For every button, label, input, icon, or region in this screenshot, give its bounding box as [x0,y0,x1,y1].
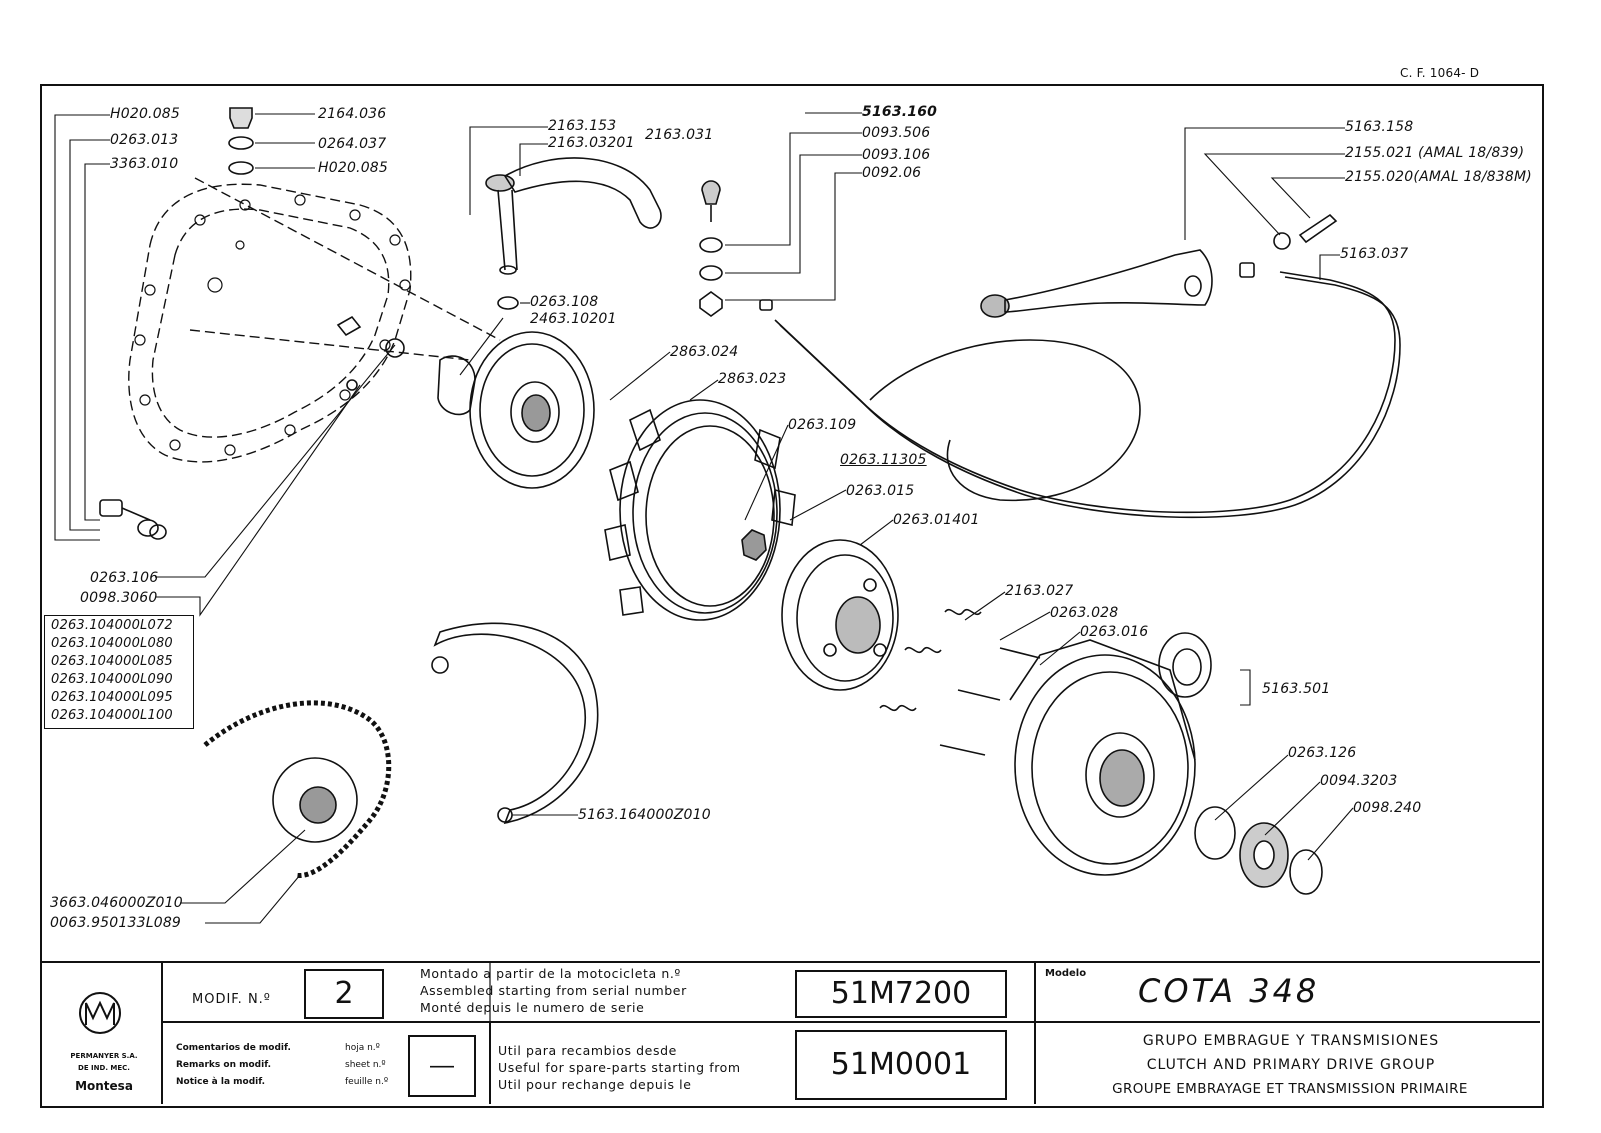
part-ref-5163501: 5163.501 [1262,681,1331,697]
exploded-diagram [54,107,1401,924]
sheet-number-box: — [408,1035,476,1097]
part-ref-5163164: 5163.164000Z010 [578,807,711,823]
spring-variant-4: 0263.104000L090 [51,672,173,687]
crankcase-cover-outline [128,177,501,463]
part-ref-2155020: 2155.020(AMAL 18/838M) [1345,169,1532,185]
part-ref-0263108: 0263.108 [530,294,599,310]
company-name-line2: DE IND. MEC. [78,1064,130,1072]
part-ref-5163037: 5163.037 [1340,246,1409,262]
part-ref-0264037: 0264.037 [318,136,387,152]
util-text-es: Util para recambios desde [498,1043,677,1058]
part-ref-009206: 0092.06 [862,165,922,181]
part-ref-0098240: 0098.240 [1353,800,1422,816]
crankcase-bolt-holes [134,194,411,456]
clutch-cable-inner [759,262,1401,519]
oil-plug [228,107,254,175]
group-title-fr: GROUPE EMBRAYAGE ET TRANSMISSION PRIMAIR… [1112,1081,1468,1097]
part-ref-h020085: H020.085 [110,106,181,122]
spring-variant-5: 0263.104000L095 [51,690,173,705]
feuille-label: feuille n.º [345,1077,389,1087]
brand-name: Montesa [75,1079,133,1093]
spring-variant-6: 0263.104000L100 [51,708,173,723]
modif-label: MODIF. N.º [192,992,271,1007]
modelo-label: Modelo [1045,968,1087,979]
part-ref-026301401: 0263.01401 [893,512,980,528]
sheet-number-value: — [430,1052,454,1079]
pressure-plate [336,315,595,489]
part-ref-00943203: 0094.3203 [1320,773,1398,789]
part-ref-0263015: 0263.015 [846,483,915,499]
bearing-washers [1194,806,1323,895]
part-ref-0093106: 0093.106 [862,147,931,163]
part-ref-026311305: 0263.11305 [840,452,927,468]
cable-adjuster [699,180,723,317]
clutch-springs [879,608,1041,756]
part-ref-2164036: 2164.036 [318,106,387,122]
spring-variant-3: 0263.104000L085 [51,654,173,669]
part-ref-0263028: 0263.028 [1050,605,1119,621]
sheet-label: sheet n.º [345,1060,386,1070]
sprocket-chain [203,700,392,879]
drawing-code: C. F. 1064- D [1400,66,1480,80]
part-ref-0263126: 0263.126 [1288,745,1357,761]
modif-number-box: 2 [304,969,384,1019]
part-ref-246310201: 2463.10201 [530,311,617,327]
clutch-basket-gear [1009,632,1212,876]
serial-from-value: 51M7200 [830,976,972,1011]
group-title-es: GRUPO EMBRAGUE Y TRANSMISIONES [1142,1033,1440,1049]
spring-variant-1: 0263.104000L072 [51,618,173,633]
group-title-en: CLUTCH AND PRIMARY DRIVE GROUP [1146,1057,1436,1073]
model-name: COTA 348 [1138,972,1320,1010]
hoja-label: hoja n.º [345,1043,380,1053]
part-ref-0063950: 0063.950133L089 [50,915,182,931]
comment-label-fr: Notice à la modif. [176,1077,266,1087]
part-ref-0263016: 0263.016 [1080,624,1149,640]
spring-variant-list: 0263.104000L072 0263.104000L080 0263.104… [44,615,194,729]
serial-spare-value: 51M0001 [830,1047,972,1082]
spring-variant-2: 0263.104000L080 [51,636,173,651]
part-ref-0093506: 0093.506 [862,125,931,141]
part-ref-3363010: 3363.010 [110,156,179,172]
util-text-fr: Util pour rechange depuis le [498,1077,692,1092]
modif-number: 2 [334,976,354,1011]
chain-guard [431,622,599,825]
part-ref-216303201: 2163.03201 [548,135,635,151]
clutch-plate-stack [604,399,796,621]
part-ref-0263106: 0263.106 [90,570,159,586]
cover-screw [99,499,167,540]
assembled-text-fr: Monté depuis le numero de serie [420,1000,645,1015]
part-ref-0263109: 0263.109 [788,417,857,433]
part-ref-00983060: 0098.3060 [80,590,158,606]
part-ref-5163158: 5163.158 [1345,119,1414,135]
handlebar-clutch-lever [980,213,1338,318]
clutch-hub [781,539,899,691]
part-ref-5163160: 5163.160 [862,104,938,120]
serial-from-box: 51M7200 [795,970,1007,1018]
part-ref-2163031: 2163.031 [645,127,714,143]
part-ref-2163153: 2163.153 [548,118,617,134]
part-ref-2863023: 2863.023 [718,371,787,387]
part-ref-2163027: 2163.027 [1005,583,1074,599]
drawing-frame [40,84,1544,1108]
comment-label-en: Remarks on modif. [176,1060,272,1070]
company-name-line1: PERMANYER S.A. [70,1052,138,1060]
part-ref-2155021: 2155.021 (AMAL 18/839) [1345,145,1525,161]
assembled-text-en: Assembled starting from serial number [420,983,687,998]
util-text-en: Useful for spare-parts starting from [498,1060,741,1075]
comment-label-es: Comentarios de modif. [176,1043,291,1053]
clutch-release-arm [485,157,662,310]
leader-lines [54,112,1354,924]
part-ref-3663046: 3663.046000Z010 [50,895,183,911]
serial-spare-box: 51M0001 [795,1030,1007,1100]
part-ref-0263013: 0263.013 [110,132,179,148]
part-ref-h020085-b: H020.085 [318,160,389,176]
assembled-text-es: Montado a partir de la motocicleta n.º [420,966,681,981]
part-ref-2863024: 2863.024 [670,344,739,360]
